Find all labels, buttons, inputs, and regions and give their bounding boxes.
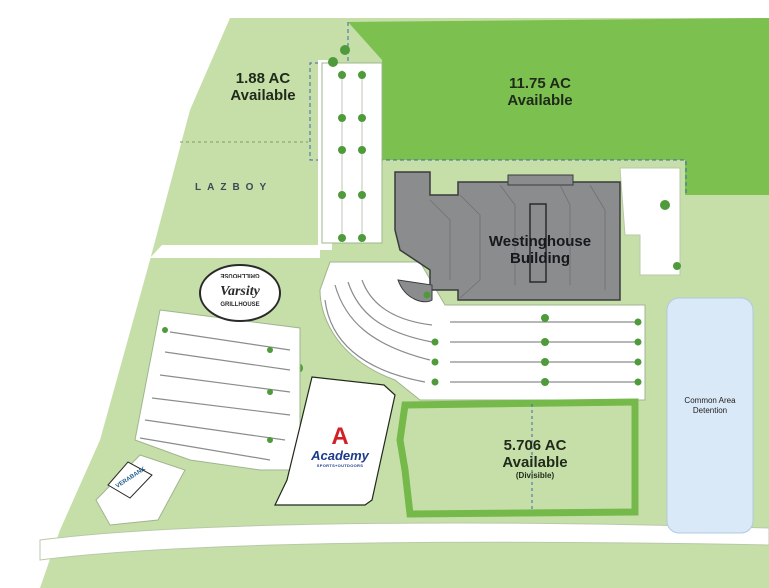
parcel-acreage: 1.88 AC xyxy=(235,70,291,87)
west-parking-lot xyxy=(134,309,301,471)
east-drive xyxy=(619,167,681,276)
parcel-status: Available xyxy=(507,92,573,109)
parcel-acreage: 5.706 AC xyxy=(503,437,567,454)
grillhouse-text-bottom: GRILLHOUSE xyxy=(220,302,260,308)
academy-logo-text: Academy xyxy=(311,448,369,463)
parcel-label-5-706: 5.706 AC Available (Divisible) xyxy=(480,437,590,481)
parcel-boundary-dashed xyxy=(309,22,687,195)
westinghouse-building[interactable] xyxy=(394,171,621,303)
lazboy-logo: LAZBOY xyxy=(195,182,273,193)
parcel-status: Available xyxy=(230,87,296,104)
north-parking-lot xyxy=(321,62,383,244)
academy-logo: A Academy SPORTS+OUTDOORS xyxy=(302,423,378,469)
main-road xyxy=(39,522,769,561)
central-parking-lot xyxy=(319,261,646,401)
varsity-logo-text: Varsity xyxy=(220,284,260,299)
west-road xyxy=(150,245,320,258)
parcel-note: (Divisible) xyxy=(515,471,555,480)
parcel-label-1-88: 1.88 AC Available xyxy=(218,70,308,104)
verabank-building[interactable] xyxy=(107,461,153,499)
grillhouse-text-top: GRILLHOUSE xyxy=(220,272,260,278)
parcel-5-706-ac[interactable] xyxy=(396,398,639,518)
varsity-logo-badge xyxy=(199,264,281,322)
academy-building[interactable] xyxy=(274,376,396,506)
detention-label-line1: Common Area xyxy=(684,396,736,405)
academy-logo-sub: SPORTS+OUTDOORS xyxy=(316,463,364,468)
parcel-acreage: 11.75 AC xyxy=(509,75,571,92)
parcel-label-11-75: 11.75 AC Available xyxy=(490,75,590,109)
detention-label: Common Area Detention xyxy=(667,396,753,416)
academy-a-icon: A xyxy=(331,423,349,450)
westinghouse-label: Westinghouse Building xyxy=(488,233,592,267)
verabank-pad xyxy=(95,454,186,526)
detention-basin xyxy=(666,297,754,534)
detention-label-line2: Detention xyxy=(692,406,728,415)
parcel-11-75-ac[interactable] xyxy=(348,18,769,195)
parcel-status: Available xyxy=(502,454,568,471)
